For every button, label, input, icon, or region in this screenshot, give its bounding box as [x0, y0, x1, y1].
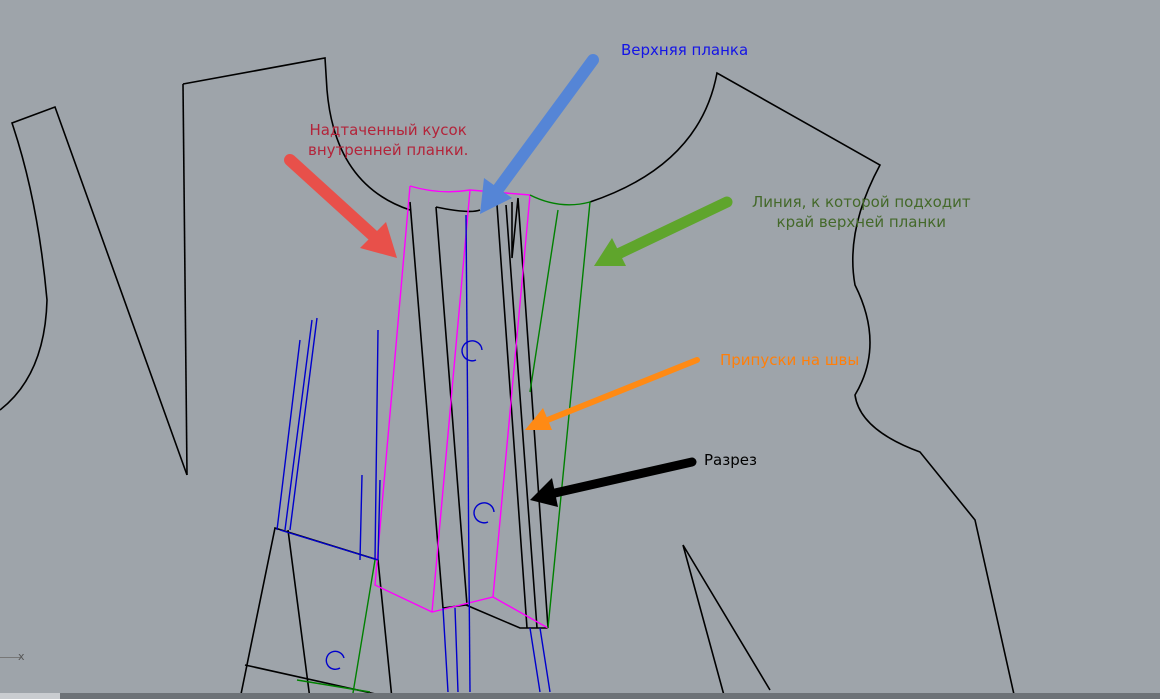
label-seam-allowance: Припуски на швы	[720, 351, 860, 369]
guide-inner	[529, 209, 559, 393]
viewport-tab[interactable]	[0, 693, 60, 699]
construction-lines	[276, 214, 551, 693]
guide-top	[529, 194, 591, 629]
blue-arrow-icon	[480, 54, 599, 214]
placket-bottom	[442, 604, 548, 629]
placket-left-edge	[409, 201, 444, 609]
green-arrow-icon	[594, 196, 733, 266]
guide-lines	[296, 194, 591, 699]
placket-inner-edge	[435, 206, 481, 606]
label-edge-line-line1: Линия, к которой подходит	[752, 193, 971, 211]
label-inner-piece-line1: Надтаченный кусок	[309, 121, 467, 139]
annotation-arrows	[284, 54, 733, 507]
label-top-placket: Верхняя планка	[621, 41, 749, 59]
button-mark-3	[325, 650, 345, 671]
axis-x-label: x	[18, 650, 25, 663]
center-line	[465, 214, 471, 693]
neckline-right	[589, 71, 1016, 699]
label-cut: Разрез	[704, 451, 757, 469]
left-lines	[276, 317, 381, 561]
label-edge-line: Линия, к которой подходит край верхней п…	[752, 192, 971, 232]
guide-lower-left	[296, 559, 376, 699]
orange-arrow-icon	[525, 357, 700, 430]
black-arrow-icon	[530, 457, 697, 507]
label-inner-piece-line2: внутренней планки.	[308, 141, 469, 159]
left-piece-outline	[0, 105, 188, 476]
button-mark-1	[461, 340, 483, 362]
label-inner-piece: Надтаченный кусок внутренней планки.	[308, 120, 468, 160]
bottom-lines	[442, 607, 551, 693]
button-mark-2	[473, 502, 495, 524]
label-edge-line-line2: край верхней планки	[776, 213, 947, 231]
red-arrow-icon	[284, 154, 397, 258]
pattern-outlines	[0, 57, 1016, 699]
left-piece-side	[182, 83, 188, 476]
viewport-tab-bar	[0, 693, 1160, 699]
lower-left-piece	[239, 526, 393, 699]
seam-outline	[374, 185, 549, 629]
axis-indicator	[0, 657, 20, 658]
neckline-left	[182, 57, 411, 211]
seam-allowance-lines	[374, 185, 549, 629]
right-dart	[682, 544, 771, 699]
cut-lines	[496, 197, 549, 629]
